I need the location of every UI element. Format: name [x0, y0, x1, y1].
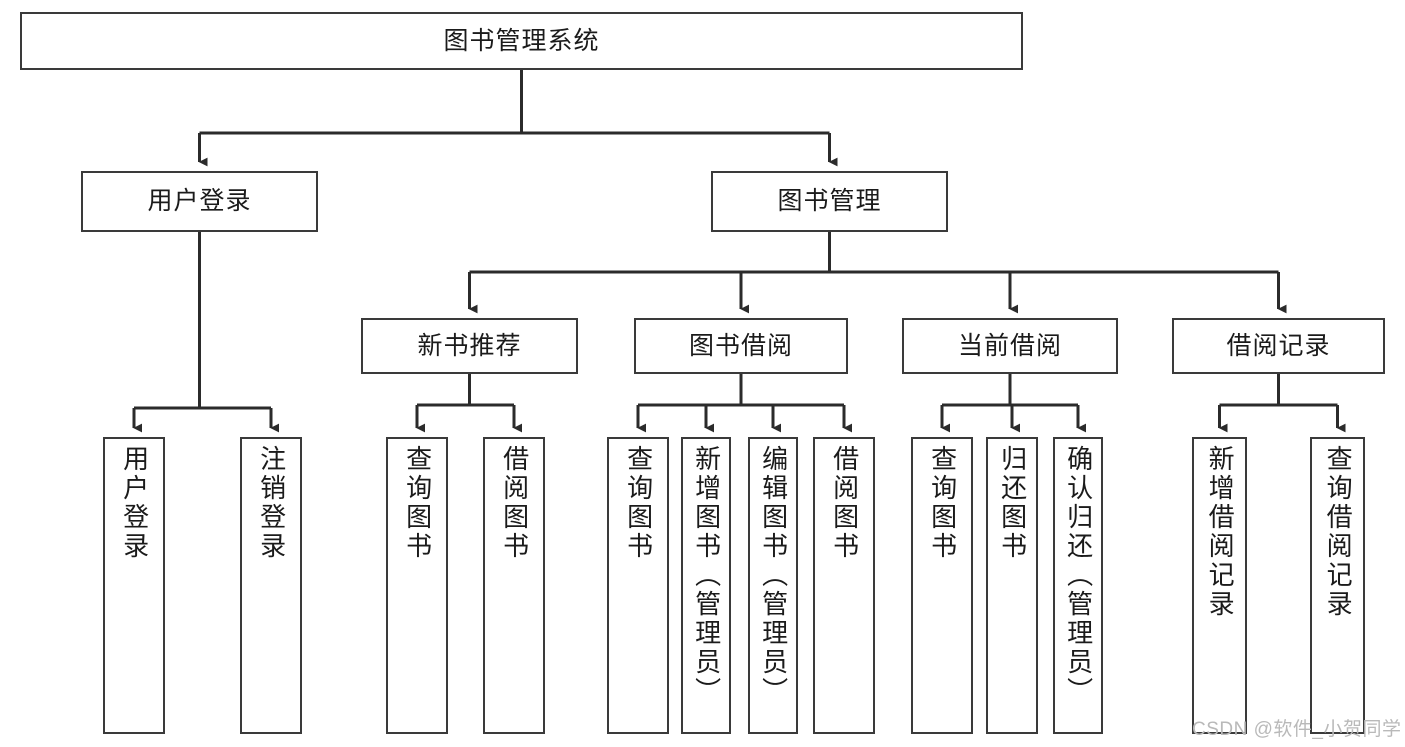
- node-user-login[interactable]: 用户登录: [81, 171, 318, 232]
- node-leaf-return-book[interactable]: 归还图书: [986, 437, 1038, 734]
- node-book-borrow[interactable]: 图书借阅: [634, 318, 848, 374]
- node-label-user-login: 用户登录: [147, 187, 252, 216]
- node-label-book-borrow: 图书借阅: [688, 331, 793, 360]
- node-label-borrow-record: 借阅记录: [1226, 331, 1331, 360]
- node-leaf-confirm-return-admin[interactable]: 确认归还（管理员）: [1053, 437, 1103, 734]
- node-leaf-add-book-admin[interactable]: 新增图书（管理员）: [681, 437, 731, 734]
- node-label-leaf-borrow-book: 借阅图书: [829, 445, 860, 561]
- node-leaf-query-book-rec[interactable]: 查询图书: [386, 437, 448, 734]
- node-root[interactable]: 图书管理系统: [20, 12, 1023, 70]
- node-current-borrow[interactable]: 当前借阅: [902, 318, 1118, 374]
- node-leaf-borrow-book-rec[interactable]: 借阅图书: [483, 437, 545, 734]
- node-label-root: 图书管理系统: [443, 26, 600, 55]
- node-leaf-query-borrow-record[interactable]: 查询借阅记录: [1310, 437, 1365, 734]
- node-leaf-user-login[interactable]: 用户登录: [103, 437, 165, 734]
- node-label-book-manage: 图书管理: [777, 187, 882, 216]
- node-label-leaf-query-book-borrow: 查询图书: [623, 445, 654, 561]
- node-label-leaf-edit-book-admin: 编辑图书（管理员）: [758, 445, 789, 706]
- node-label-leaf-query-book-rec: 查询图书: [402, 445, 433, 561]
- node-label-current-borrow: 当前借阅: [957, 331, 1062, 360]
- node-label-leaf-borrow-book-rec: 借阅图书: [499, 445, 530, 561]
- node-label-leaf-user-login: 用户登录: [119, 445, 150, 561]
- node-new-book-rec[interactable]: 新书推荐: [361, 318, 578, 374]
- node-leaf-query-book-borrow[interactable]: 查询图书: [607, 437, 669, 734]
- node-label-leaf-add-borrow-record: 新增借阅记录: [1205, 445, 1236, 619]
- node-borrow-record[interactable]: 借阅记录: [1172, 318, 1385, 374]
- node-leaf-borrow-book[interactable]: 借阅图书: [813, 437, 875, 734]
- node-label-leaf-query-book-current: 查询图书: [927, 445, 958, 561]
- node-label-leaf-add-book-admin: 新增图书（管理员）: [691, 445, 722, 706]
- node-label-new-book-rec: 新书推荐: [417, 331, 522, 360]
- node-label-leaf-query-borrow-record: 查询借阅记录: [1323, 445, 1354, 619]
- node-book-manage[interactable]: 图书管理: [711, 171, 948, 232]
- node-leaf-edit-book-admin[interactable]: 编辑图书（管理员）: [748, 437, 798, 734]
- csdn-watermark: CSDN @软件_小贺同学: [1192, 719, 1402, 740]
- node-leaf-query-book-current[interactable]: 查询图书: [911, 437, 973, 734]
- node-leaf-add-borrow-record[interactable]: 新增借阅记录: [1192, 437, 1247, 734]
- node-label-leaf-return-book: 归还图书: [997, 445, 1028, 561]
- node-label-leaf-confirm-return-admin: 确认归还（管理员）: [1063, 445, 1094, 706]
- node-label-leaf-user-logout: 注销登录: [256, 445, 287, 561]
- node-leaf-user-logout[interactable]: 注销登录: [240, 437, 302, 734]
